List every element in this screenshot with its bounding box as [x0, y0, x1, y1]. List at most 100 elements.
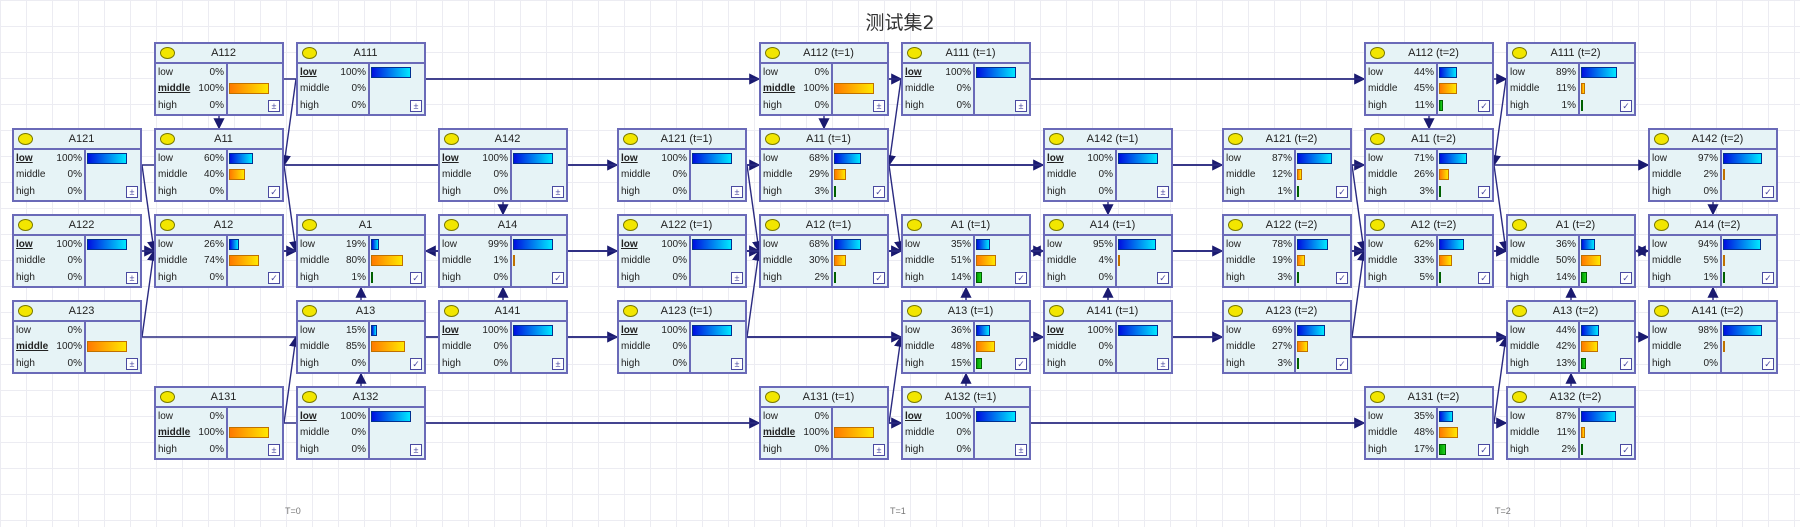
node-header[interactable]: A123 [14, 302, 140, 322]
evidence-toggle-icon[interactable]: ± [1015, 444, 1027, 456]
node-header[interactable]: A112 [156, 44, 282, 64]
checkbox-icon[interactable]: ✓ [268, 272, 280, 284]
checkbox-icon[interactable]: ✓ [873, 186, 885, 198]
node-header[interactable]: A122 [14, 216, 140, 236]
node-header[interactable]: A14 [440, 216, 566, 236]
checkbox-icon[interactable]: ✓ [1015, 272, 1027, 284]
node-header[interactable]: A112 (t=1) [761, 44, 887, 64]
node-header[interactable]: A121 (t=2) [1224, 130, 1350, 150]
node-header[interactable]: A12 (t=1) [761, 216, 887, 236]
checkbox-icon[interactable]: ✓ [410, 358, 422, 370]
node-header[interactable]: A1 (t=1) [903, 216, 1029, 236]
node-header[interactable]: A123 (t=2) [1224, 302, 1350, 322]
evidence-toggle-icon[interactable]: ± [873, 100, 885, 112]
checkbox-icon[interactable]: ✓ [1620, 444, 1632, 456]
checkbox-icon[interactable]: ✓ [1157, 272, 1169, 284]
checkbox-icon[interactable]: ✓ [1620, 358, 1632, 370]
node-header[interactable]: A141 (t=2) [1650, 302, 1776, 322]
node-header[interactable]: A111 (t=1) [903, 44, 1029, 64]
checkbox-icon[interactable]: ✓ [1015, 358, 1027, 370]
node-header[interactable]: A142 (t=2) [1650, 130, 1776, 150]
node-header[interactable]: A121 (t=1) [619, 130, 745, 150]
node-header[interactable]: A111 [298, 44, 424, 64]
checkbox-icon[interactable]: ✓ [1336, 272, 1348, 284]
node-header[interactable]: A111 (t=2) [1508, 44, 1634, 64]
node-header[interactable]: A11 [156, 130, 282, 150]
checkbox-icon[interactable]: ✓ [1478, 444, 1490, 456]
checkbox-icon[interactable]: ✓ [1336, 358, 1348, 370]
node-header[interactable]: A12 [156, 216, 282, 236]
node-header[interactable]: A122 (t=1) [619, 216, 745, 236]
checkbox-icon[interactable]: ✓ [1762, 272, 1774, 284]
checkbox-icon[interactable]: ✓ [1762, 358, 1774, 370]
evidence-toggle-icon[interactable]: ± [731, 358, 743, 370]
node-header[interactable]: A141 (t=1) [1045, 302, 1171, 322]
checkbox-icon[interactable]: ✓ [1478, 100, 1490, 112]
node-header[interactable]: A123 (t=1) [619, 302, 745, 322]
evidence-toggle-icon[interactable]: ± [873, 444, 885, 456]
node-header[interactable]: A13 (t=2) [1508, 302, 1634, 322]
node-header[interactable]: A13 [298, 302, 424, 322]
node-header[interactable]: A12 (t=2) [1366, 216, 1492, 236]
node-header[interactable]: A13 (t=1) [903, 302, 1029, 322]
checkbox-icon[interactable]: ✓ [1620, 100, 1632, 112]
node-header[interactable]: A11 (t=1) [761, 130, 887, 150]
checkbox-icon[interactable]: ✓ [1620, 272, 1632, 284]
checkbox-icon[interactable]: ✓ [1336, 186, 1348, 198]
evidence-toggle-icon[interactable]: ± [410, 100, 422, 112]
node-header[interactable]: A112 (t=2) [1366, 44, 1492, 64]
node-header[interactable]: A122 (t=2) [1224, 216, 1350, 236]
checkbox-icon[interactable]: ✓ [552, 272, 564, 284]
evidence-toggle-icon[interactable]: ± [126, 186, 138, 198]
checkbox-icon[interactable]: ✓ [1478, 186, 1490, 198]
node-header[interactable]: A1 [298, 216, 424, 236]
node-header[interactable]: A131 (t=1) [761, 388, 887, 408]
node-header[interactable]: A141 [440, 302, 566, 322]
evidence-toggle-icon[interactable]: ± [268, 444, 280, 456]
checkbox-icon[interactable]: ✓ [873, 272, 885, 284]
evidence-toggle-icon[interactable]: ± [268, 100, 280, 112]
node-header[interactable]: A132 (t=2) [1508, 388, 1634, 408]
evidence-toggle-icon[interactable]: ± [552, 186, 564, 198]
checkbox-icon[interactable]: ✓ [1762, 186, 1774, 198]
